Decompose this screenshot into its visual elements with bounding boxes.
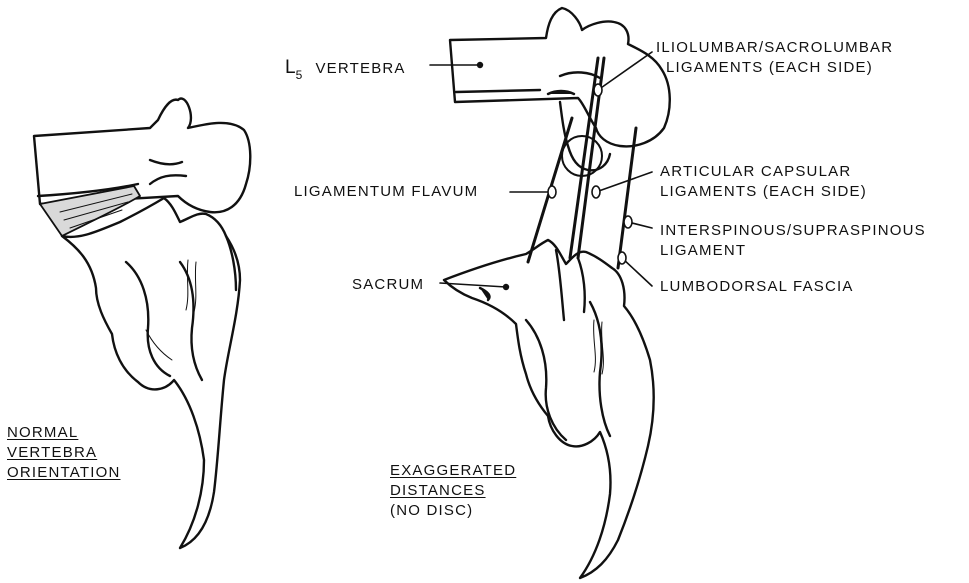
exaggerated-caption-line3: (NO DISC) xyxy=(390,501,473,521)
normal-sacrum-drawing xyxy=(62,198,240,548)
normal-caption-line3: ORIENTATION xyxy=(7,463,120,483)
label-dots xyxy=(477,62,509,290)
normal-l5-vertebra-drawing xyxy=(34,98,250,212)
l5-word: VERTEBRA xyxy=(315,60,405,77)
exaggerated-caption-line2: DISTANCES xyxy=(390,481,486,501)
l5-letter: L xyxy=(285,57,296,78)
ligament-lines xyxy=(528,58,636,268)
interspinous-label-line2: LIGAMENT xyxy=(660,241,746,261)
normal-caption-line2: VERTEBRA xyxy=(7,443,97,463)
normal-caption-line1: NORMAL xyxy=(7,423,78,443)
articular-label-line1: ARTICULAR CAPSULAR xyxy=(660,162,851,182)
iliolumbar-label-line2: LIGAMENTS (EACH SIDE) xyxy=(666,58,873,78)
sacrum-label: SACRUM xyxy=(352,275,424,295)
l5-vertebra-drawing xyxy=(450,8,670,176)
articular-label-line2: LIGAMENTS (EACH SIDE) xyxy=(660,182,867,202)
interspinous-label-line1: INTERSPINOUS/SUPRASPINOUS xyxy=(660,221,926,241)
lumbodorsal-fascia-label: LUMBODORSAL FASCIA xyxy=(660,277,854,297)
l5-subscript: 5 xyxy=(296,68,304,82)
iliolumbar-label-line1: ILIOLUMBAR/SACROLUMBAR xyxy=(656,38,893,58)
exaggerated-caption-line1: EXAGGERATED xyxy=(390,461,516,481)
l5-vertebra-label: L5 VERTEBRA xyxy=(285,57,406,79)
sacrum-drawing xyxy=(444,240,654,578)
ligamentum-flavum-label: LIGAMENTUM FLAVUM xyxy=(294,182,478,202)
normal-disc-drawing xyxy=(40,186,140,236)
